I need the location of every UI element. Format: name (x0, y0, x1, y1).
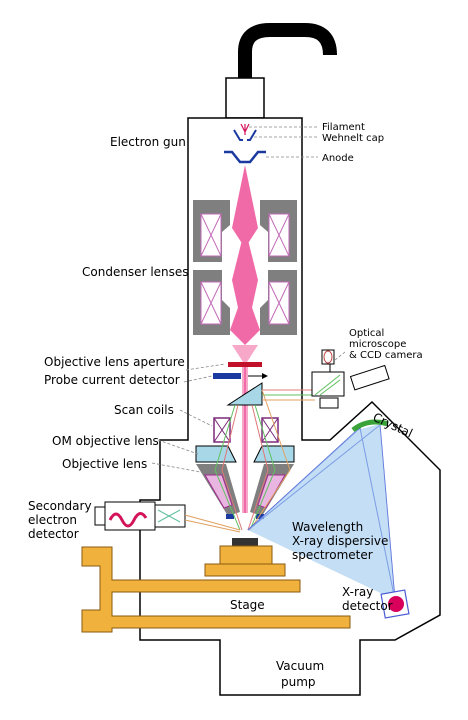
label-electron-gun: Electron gun (110, 135, 186, 149)
label-wds-1: Wavelength (292, 520, 363, 534)
xray-detector (380, 589, 410, 619)
om-objective-lens-right (253, 445, 295, 463)
label-secondary-2: electron (28, 513, 77, 527)
optical-microscope (311, 349, 390, 409)
label-probe-current-detector: Probe current detector (44, 373, 180, 387)
stage (81, 545, 351, 633)
label-secondary-3: detector (28, 527, 79, 541)
label-stage: Stage (230, 598, 265, 612)
condenser-lens-lower-left (193, 270, 230, 335)
optical-rays-chamber (214, 389, 291, 531)
crystal (351, 419, 389, 433)
label-wds-2: X-ray dispersive (292, 534, 388, 548)
label-filament: Filament (322, 122, 365, 133)
om-objective-lens-left (195, 445, 237, 463)
label-om-objective-lens: OM objective lens (52, 434, 159, 448)
secondary-electron-detector (94, 501, 241, 533)
label-objective-lens: Objective lens (62, 457, 147, 471)
label-optical-microscope-1: Optical (349, 328, 384, 339)
probe-current-detector (213, 373, 268, 379)
sample (232, 538, 258, 546)
label-xray-detector-2: detector (342, 599, 393, 613)
label-wds-3: spectrometer (292, 548, 373, 562)
electron-beam (230, 165, 260, 513)
label-xray-detector-1: X-ray (342, 585, 373, 599)
leader-lines (151, 126, 346, 473)
power-cable (238, 23, 337, 78)
label-condenser-lenses: Condenser lenses (82, 265, 189, 279)
om-mirror (226, 382, 263, 406)
label-secondary-1: Secondary (28, 499, 92, 513)
gun-housing (225, 77, 265, 119)
scan-coils (213, 417, 279, 443)
label-anode: Anode (322, 153, 354, 164)
filament (240, 123, 250, 135)
condenser-lens-lower-right (260, 270, 297, 335)
label-objective-lens-aperture: Objective lens aperture (44, 355, 185, 369)
optical-path (262, 389, 315, 401)
condenser-lens-upper-left (193, 200, 230, 262)
anode (224, 150, 266, 164)
label-wehnelt-cap: Wehnelt cap (322, 133, 384, 144)
label-scan-coils: Scan coils (114, 403, 174, 417)
label-optical-microscope-2: microscope (349, 339, 406, 350)
label-vacuum-1: Vacuum (276, 659, 324, 673)
label-vacuum-2: pump (281, 675, 316, 689)
objective-lens-aperture (228, 362, 262, 367)
condenser-lens-upper-right (260, 200, 297, 262)
label-optical-microscope-3: & CCD camera (349, 350, 423, 361)
wehnelt-cap (233, 129, 257, 141)
